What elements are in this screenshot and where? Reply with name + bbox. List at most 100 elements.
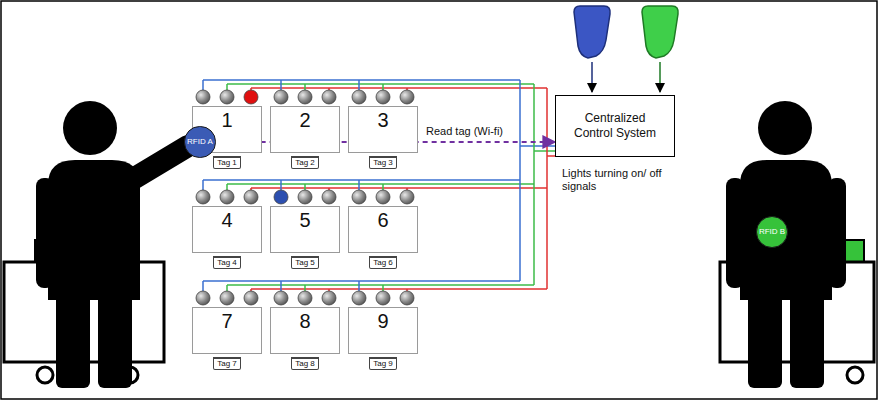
signal-drop (304, 285, 306, 291)
tag-label: Tag 1 (217, 158, 237, 168)
signal-drop (382, 84, 384, 90)
indicator-light (244, 190, 258, 204)
signal-drop (280, 281, 282, 291)
arm (128, 146, 188, 182)
storage-box: 4 (192, 206, 262, 253)
edge-label: Read tag (Wi-fi) (424, 124, 505, 139)
tag-label: Tag 6 (373, 258, 393, 268)
rfid-reader: RFID A (184, 126, 215, 157)
indicator-light (220, 190, 234, 204)
indicator-light (298, 90, 312, 104)
signal-trunk (546, 88, 548, 289)
scanner-arrow (591, 62, 593, 92)
indicator-light (220, 90, 234, 104)
scanner-arrow (659, 62, 661, 92)
signal-drop (202, 80, 204, 90)
signal-drop (358, 180, 360, 190)
indicator-light (298, 190, 312, 204)
rfid-tag: Tag 8 (291, 357, 319, 370)
indicator-light (196, 190, 210, 204)
left-operator (36, 101, 188, 388)
box-number: 2 (271, 109, 339, 131)
storage-box: 9 (348, 307, 418, 354)
indicator-light (244, 90, 258, 104)
indicator-light (400, 90, 414, 104)
right-operator (726, 101, 846, 388)
signal-trunk (533, 84, 535, 285)
signal-trunk (519, 80, 521, 281)
leg (748, 290, 782, 388)
rfid-tag: Tag 1 (213, 156, 241, 169)
leg (98, 290, 132, 388)
arm (36, 178, 54, 288)
signal-drop (226, 184, 228, 190)
indicator-light (274, 90, 288, 104)
signal-drop (382, 285, 384, 291)
signal-drop (202, 180, 204, 190)
tag-label: Tag 8 (295, 359, 315, 369)
leg (56, 290, 90, 388)
signal-drop (226, 84, 228, 90)
head (63, 101, 117, 155)
indicator-light (274, 291, 288, 305)
storage-box: 7 (192, 307, 262, 354)
signal-note: Lights turning on/ off signals (560, 166, 664, 194)
torso (740, 160, 832, 300)
tag-label: Tag 4 (217, 258, 237, 268)
indicator-light (298, 291, 312, 305)
rfid-tag: Tag 7 (213, 357, 241, 370)
signal-bus (251, 187, 547, 189)
arm (726, 178, 744, 288)
rfid-tag: Tag 9 (369, 357, 397, 370)
signal-drop (304, 84, 306, 90)
indicator-light (274, 190, 288, 204)
indicator-light (376, 190, 390, 204)
signal-bus (227, 83, 534, 85)
indicator-light (244, 291, 258, 305)
box-number: 6 (349, 209, 417, 231)
signal-bus (203, 280, 520, 282)
rfid-tag: Tag 5 (291, 256, 319, 269)
tag-label: Tag 2 (295, 158, 315, 168)
tag-label: Tag 3 (373, 158, 393, 168)
node-label: RFID A (187, 137, 213, 146)
indicator-light (376, 90, 390, 104)
indicator-light (352, 90, 366, 104)
tag-label: Tag 9 (373, 359, 393, 369)
signal-bus (203, 179, 520, 181)
signal-drop (202, 281, 204, 291)
storage-box: 3 (348, 106, 418, 153)
rfid-tag: Tag 2 (291, 156, 319, 169)
box-number: 5 (271, 209, 339, 231)
indicator-light (400, 291, 414, 305)
signal-drop (382, 184, 384, 190)
signal-bus (251, 288, 547, 290)
tag-label: Tag 5 (295, 258, 315, 268)
box-number: 3 (349, 109, 417, 131)
signal-drop (358, 281, 360, 291)
node-label: Centralized Control System (564, 111, 666, 141)
arm (828, 178, 846, 288)
signal-bus (227, 284, 534, 286)
blue-scanner (574, 6, 610, 92)
signal-stub (520, 145, 556, 147)
head (758, 101, 812, 155)
indicator-light (352, 291, 366, 305)
signal-drop (304, 184, 306, 190)
indicator-light (322, 291, 336, 305)
box-number: 7 (193, 310, 261, 332)
tag-label: Tag 7 (217, 359, 237, 369)
scanner-body (642, 6, 678, 58)
box-number: 4 (193, 209, 261, 231)
indicator-light (196, 291, 210, 305)
rfid-tag: Tag 4 (213, 256, 241, 269)
signal-bus (251, 87, 547, 89)
indicator-light (352, 190, 366, 204)
indicator-light (322, 90, 336, 104)
storage-box: 5 (270, 206, 340, 253)
